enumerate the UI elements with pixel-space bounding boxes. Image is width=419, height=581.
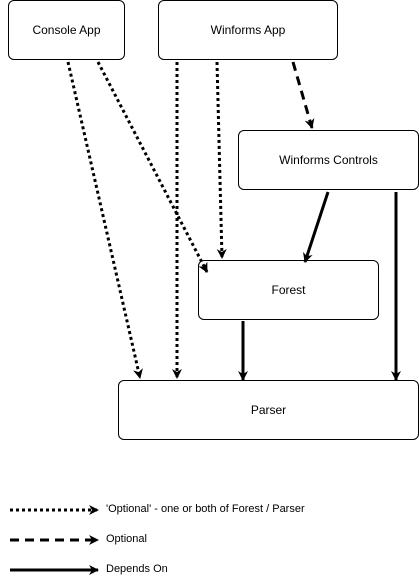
winforms-app-label: Winforms App xyxy=(210,23,286,37)
winforms-controls-node: Winforms Controls xyxy=(238,130,419,190)
edge-winforms-app-to-forest xyxy=(215,61,227,259)
parser-label: Parser xyxy=(250,403,287,417)
legend-solid-label: Depends On xyxy=(106,563,168,575)
edge-console-app-to-parser xyxy=(66,61,143,379)
edge-winforms-controls-to-forest xyxy=(303,191,330,263)
parser-node: Parser xyxy=(118,380,419,440)
forest-node: Forest xyxy=(198,260,379,320)
legend-dashed-label: Optional xyxy=(106,533,147,545)
edge-console-app-to-forest xyxy=(96,61,209,273)
legend-dotted-label: 'Optional' - one or both of Forest / Par… xyxy=(106,503,305,515)
console-app-label: Console App xyxy=(32,23,101,37)
winforms-controls-label: Winforms Controls xyxy=(279,153,378,167)
edge-winforms-app-to-winforms-controls xyxy=(291,61,315,129)
winforms-app-node: Winforms App xyxy=(158,0,338,60)
console-app-node: Console App xyxy=(8,0,125,60)
forest-label: Forest xyxy=(271,283,306,297)
